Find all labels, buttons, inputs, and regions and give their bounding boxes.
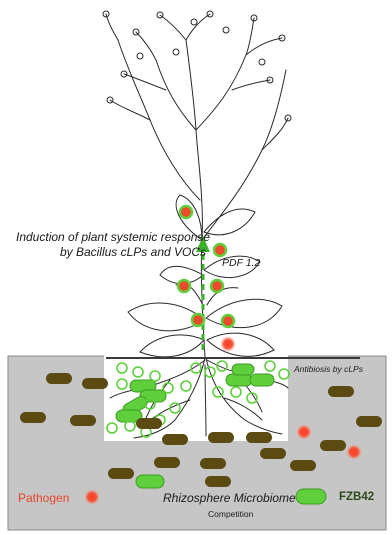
induction-line-1: Induction of plant systemic response <box>16 230 206 245</box>
induction-annotation: Induction of plant systemic response by … <box>16 230 206 260</box>
induced-site <box>178 280 190 292</box>
pathogen-cell <box>220 336 236 352</box>
rhizosphere-label: Rhizosphere Microbiome <box>163 491 296 505</box>
strain-legend-label: FZB42 <box>339 491 374 503</box>
antibiosis-label: Antibiosis by cLPs <box>294 364 363 374</box>
competition-label: Competition <box>208 509 253 519</box>
pathogen-cell <box>296 424 312 440</box>
bacillus-soil-cell <box>136 475 164 488</box>
pdf-label: PDF 1.2 <box>222 257 260 269</box>
induced-site <box>211 280 223 292</box>
induced-site <box>214 244 226 256</box>
induced-site <box>192 314 204 326</box>
induction-line-2: by Bacillus cLPs and VOCs <box>16 245 206 260</box>
root-zone <box>104 357 288 441</box>
red-dot-icon <box>84 489 100 505</box>
pathogen-cell <box>346 444 362 460</box>
pathogen-legend-label: Pathogen <box>18 491 69 505</box>
plant-panel <box>104 8 288 358</box>
green-capsule-icon <box>296 489 326 504</box>
induced-site <box>180 206 192 218</box>
induced-site <box>222 315 234 327</box>
